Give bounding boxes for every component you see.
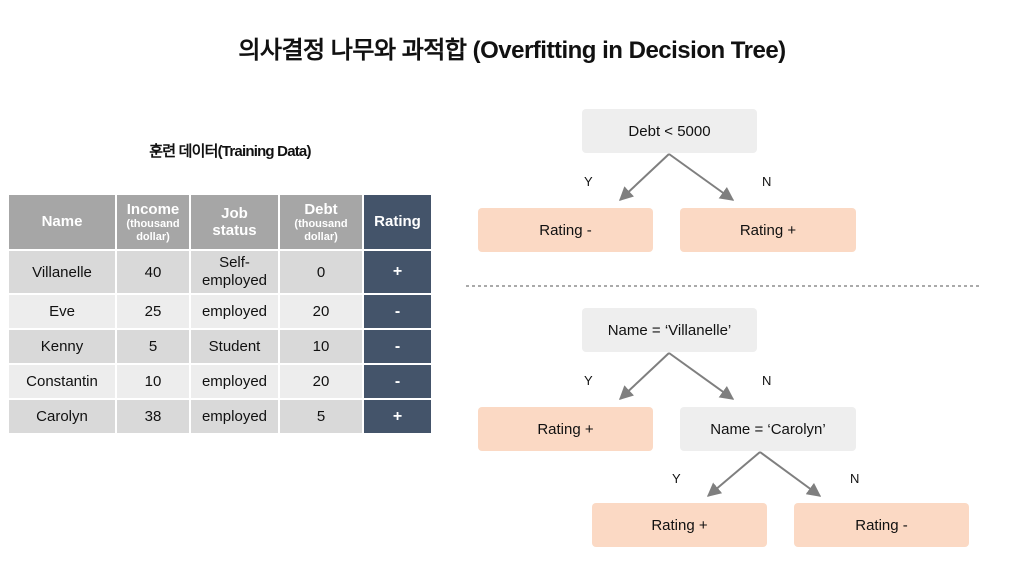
table-row: Carolyn 38 employed 5 +	[9, 400, 431, 433]
cell-job-status: Student	[191, 330, 278, 363]
header-debt-unit: (thousand dollar)	[294, 217, 348, 243]
cell-name: Villanelle	[9, 251, 115, 293]
tree1-no-leaf: Rating +	[680, 208, 856, 252]
cell-debt: 0	[280, 251, 362, 293]
tree2-yes-label: Y	[584, 373, 593, 388]
cell-income: 38	[117, 400, 189, 433]
header-job-status: Job status	[191, 195, 278, 249]
tree1-edge-no	[668, 153, 735, 201]
cell-job-status: employed	[191, 400, 278, 433]
cell-rating: -	[364, 330, 431, 363]
tree2-sub-root-node: Name = ‘Carolyn’	[680, 407, 856, 451]
header-income-unit: (thousand dollar)	[126, 217, 180, 243]
tree2-sub-edge-yes	[706, 451, 761, 497]
cell-name: Carolyn	[9, 400, 115, 433]
cell-debt: 20	[280, 295, 362, 328]
tree2-sub-no-label: N	[850, 471, 860, 486]
header-debt: Debt (thousand dollar)	[280, 195, 362, 249]
cell-job-status: employed	[191, 295, 278, 328]
cell-name: Kenny	[9, 330, 115, 363]
cell-debt: 5	[280, 400, 362, 433]
cell-rating: -	[364, 365, 431, 398]
tree2-sub-yes-label: Y	[672, 471, 681, 486]
cell-income: 40	[117, 251, 189, 293]
tree2-edge-yes	[618, 352, 670, 400]
tree1-root-node: Debt < 5000	[582, 109, 757, 153]
cell-rating: -	[364, 295, 431, 328]
tree1-yes-label: Y	[584, 174, 593, 189]
tree2-no-label: N	[762, 373, 772, 388]
training-data-caption: 훈련 데이터(Training Data)	[149, 143, 311, 160]
tree2-sub-yes-leaf: Rating +	[592, 503, 767, 547]
header-rating: Rating	[364, 195, 431, 249]
cell-debt: 20	[280, 365, 362, 398]
cell-income: 5	[117, 330, 189, 363]
tree2-yes-leaf: Rating +	[478, 407, 653, 451]
table-row: Villanelle 40 Self- employed 0 +	[9, 251, 431, 293]
tree2-root-node: Name = ‘Villanelle’	[582, 308, 757, 352]
tree2-sub-edge-no	[759, 451, 822, 497]
cell-income: 10	[117, 365, 189, 398]
table-row: Kenny 5 Student 10 -	[9, 330, 431, 363]
cell-rating: +	[364, 251, 431, 293]
table-row: Constantin 10 employed 20 -	[9, 365, 431, 398]
cell-job-status: employed	[191, 365, 278, 398]
cell-debt: 10	[280, 330, 362, 363]
header-name: Name	[9, 195, 115, 249]
tree1-edge-yes	[618, 153, 670, 201]
header-income: Income (thousand dollar)	[117, 195, 189, 249]
cell-job-status: Self- employed	[191, 251, 278, 293]
training-data-table: Name Income (thousand dollar) Job status…	[7, 193, 433, 435]
cell-income: 25	[117, 295, 189, 328]
table-header-row: Name Income (thousand dollar) Job status…	[9, 195, 431, 249]
tree2-sub-no-leaf: Rating -	[794, 503, 969, 547]
tree1-yes-leaf: Rating -	[478, 208, 653, 252]
table-row: Eve 25 employed 20 -	[9, 295, 431, 328]
cell-rating: +	[364, 400, 431, 433]
tree2-edge-no	[668, 352, 735, 400]
cell-name: Eve	[9, 295, 115, 328]
cell-name: Constantin	[9, 365, 115, 398]
page-title: 의사결정 나무와 과적합 (Overfitting in Decision Tr…	[238, 37, 786, 64]
tree1-no-label: N	[762, 174, 772, 189]
